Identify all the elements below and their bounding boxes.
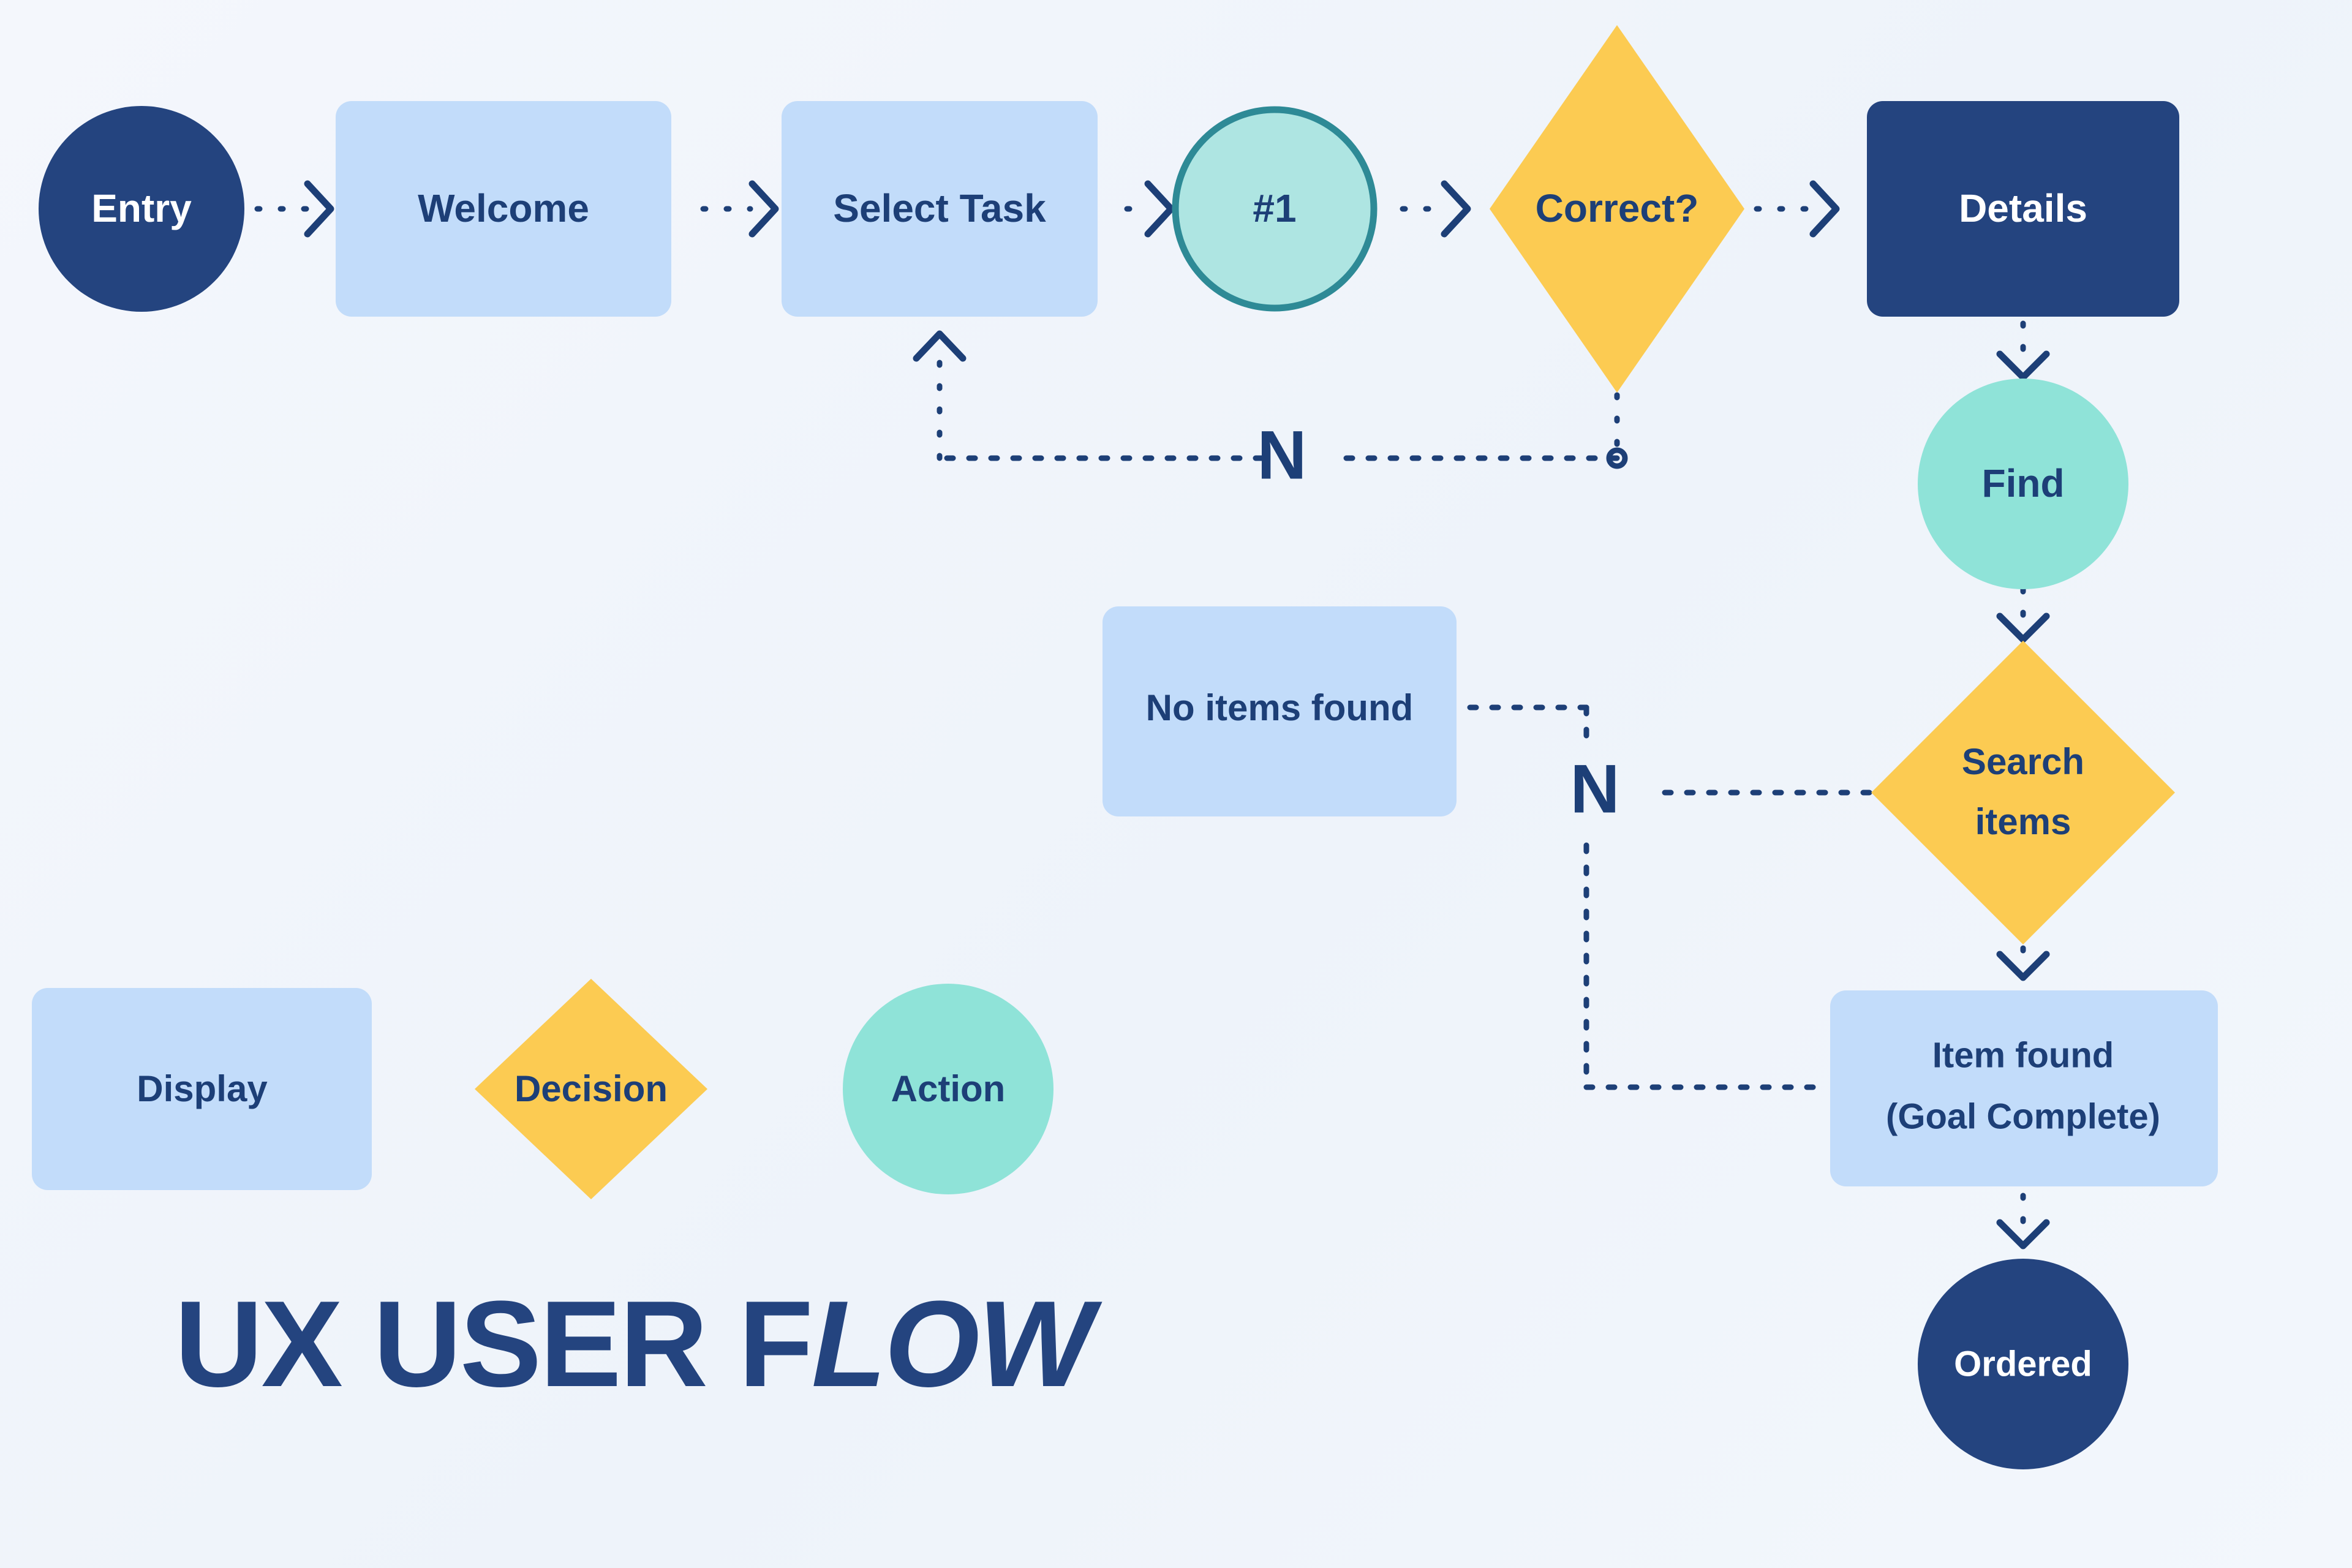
legend: Display Decision Action xyxy=(32,979,1054,1199)
edge-search-to-item-found xyxy=(1996,945,2050,981)
edge-welcome-to-select-task xyxy=(700,180,779,238)
node-select-task[interactable]: Select Task xyxy=(782,101,1098,317)
node-no-items-found[interactable]: No items found xyxy=(1102,606,1457,816)
node-details[interactable]: Details xyxy=(1867,101,2179,317)
edge-correct-to-select-task-no xyxy=(913,330,1628,469)
node-search-items-decision[interactable]: Search items xyxy=(1871,641,2175,944)
edge-search-to-no-items-no xyxy=(1464,704,1872,1090)
edge-correct-to-details xyxy=(1754,180,1840,238)
node-correct-decision[interactable]: Correct? xyxy=(1490,25,1744,393)
legend-item-display[interactable]: Display xyxy=(32,988,372,1190)
branch-label-no-search: N xyxy=(1570,751,1620,827)
edge-select-task-to-step-one xyxy=(1124,180,1175,238)
node-step-one[interactable]: #1 xyxy=(1172,106,1378,312)
page-title-italic: LOW xyxy=(811,1276,1094,1412)
edge-details-to-find xyxy=(1996,320,2050,381)
edge-step-one-to-correct xyxy=(1400,180,1471,238)
edge-find-to-search xyxy=(1996,586,2050,643)
connectors-layer xyxy=(254,180,2050,1250)
branch-label-no-top: N xyxy=(1257,417,1307,494)
node-find[interactable]: Find xyxy=(1918,379,2128,589)
legend-item-decision[interactable]: Decision xyxy=(475,979,707,1199)
page-title-main: UX USER F xyxy=(175,1276,813,1412)
edge-item-found-to-ordered xyxy=(1996,1193,2050,1250)
legend-item-action[interactable]: Action xyxy=(843,984,1054,1194)
edge-entry-to-welcome xyxy=(254,180,334,238)
page-title: UX USER FLOW xyxy=(175,1283,1093,1406)
node-entry[interactable]: Entry xyxy=(39,106,244,312)
node-welcome[interactable]: Welcome xyxy=(336,101,671,317)
node-item-found[interactable]: Item found (Goal Complete) xyxy=(1830,990,2218,1186)
node-ordered[interactable]: Ordered xyxy=(1918,1259,2128,1469)
